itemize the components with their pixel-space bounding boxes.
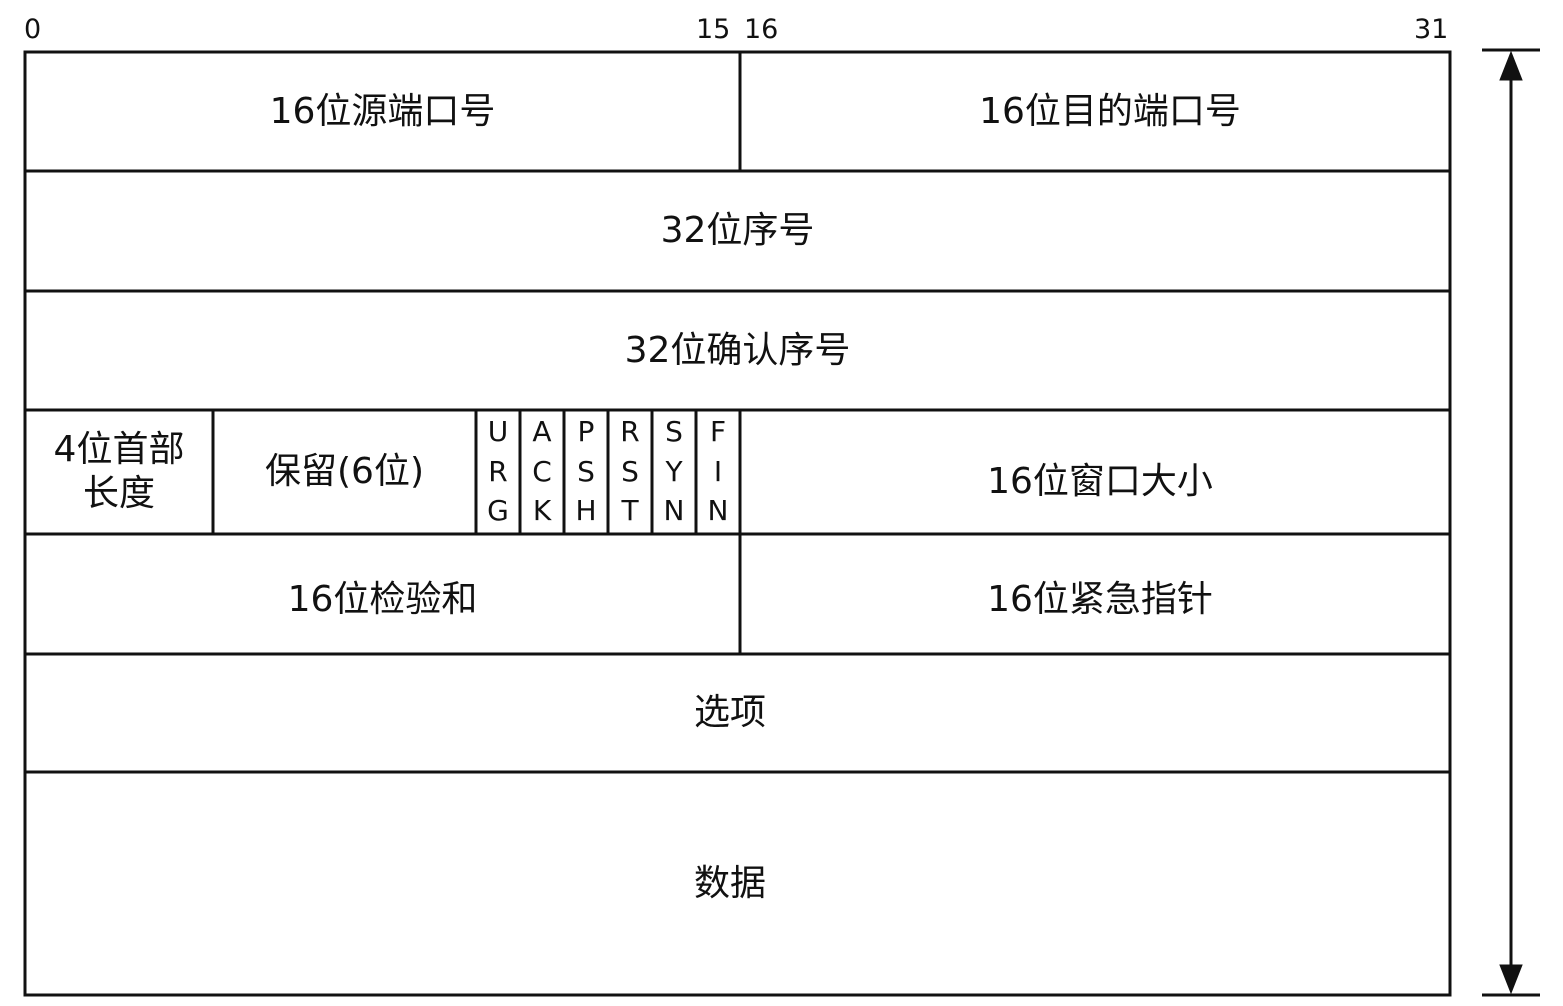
flag-letter: K [532,494,552,527]
source-port-field: 16位源端口号 [269,90,496,132]
flag-letter: N [663,494,685,527]
flag-letter: A [532,415,552,448]
flag-letter: S [577,454,595,488]
flag-ack: A C K [520,414,564,530]
size-arrow [1482,48,1540,997]
header-length-line1: 4位首部 [53,429,185,470]
ack-number-field: 32位确认序号 [624,329,851,371]
sequence-number-field: 32位序号 [660,210,815,251]
bit-label-16: 16 [744,14,779,45]
flag-letter: Y [665,454,683,488]
flag-urg: U R G [476,414,520,530]
bit-label-0: 0 [24,14,42,45]
flag-letter: R [620,415,640,448]
flag-letter: C [532,454,552,488]
flag-letter: I [713,454,723,488]
flag-syn: S Y N [652,414,696,530]
reserved-field: 保留(6位) [265,451,424,492]
flag-letter: H [575,494,597,527]
flag-letter: S [665,415,683,448]
flag-letter: F [709,415,727,448]
header-length-line2: 长度 [82,473,155,514]
flag-letter: T [621,494,639,527]
flag-letter: G [487,494,509,527]
flag-fin: F I N [696,414,740,530]
flag-letter: P [577,415,595,448]
flag-letter: S [621,454,639,488]
flag-psh: P S H [564,414,608,530]
urgent-pointer-field: 16位紧急指针 [987,579,1213,620]
flag-letter: N [707,494,729,527]
options-field: 选项 [693,692,766,733]
bit-label-31: 31 [1414,14,1449,45]
flag-rst: R S T [608,414,652,530]
flag-letter: R [488,454,508,488]
dest-port-field: 16位目的端口号 [979,90,1241,132]
bit-label-15: 15 [696,14,731,45]
flag-letter: U [487,415,509,448]
checksum-field: 16位检验和 [287,579,478,620]
data-field: 数据 [693,862,766,904]
outer-border [23,50,1452,997]
header-length-field: 4位首部 长度 [25,410,213,534]
window-size-field: 16位窗口大小 [987,461,1213,502]
